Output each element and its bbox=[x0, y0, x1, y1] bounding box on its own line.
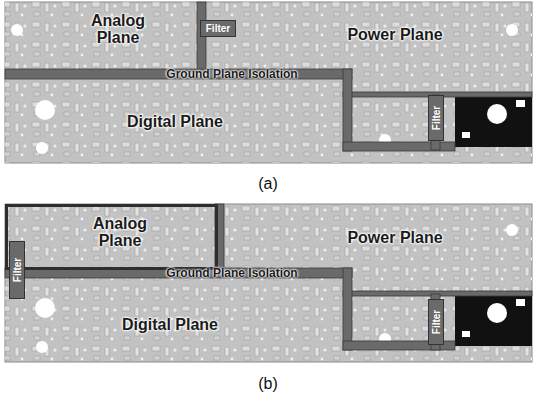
isolation-strip bbox=[343, 69, 352, 151]
mounting-hole bbox=[506, 24, 518, 36]
isolation-label-text: Ground Plane Isolation bbox=[166, 67, 297, 81]
plane-name: Analog Plane bbox=[88, 216, 152, 250]
plane-region: Analog Plane bbox=[86, 215, 154, 251]
filter-label: Filter bbox=[12, 258, 23, 282]
filter-label: Filter bbox=[430, 310, 441, 334]
plane-region: Digital Plane bbox=[120, 316, 220, 335]
mounting-hole bbox=[36, 341, 48, 353]
mounting-hole bbox=[36, 142, 48, 154]
filter-box: Filter bbox=[9, 241, 25, 299]
pad bbox=[516, 299, 525, 306]
plane-region: Power Plane bbox=[345, 26, 444, 45]
plane-region: Digital Plane bbox=[125, 113, 225, 132]
isolation-label: Ground Plane Isolation bbox=[166, 67, 297, 81]
panel-label: (a) bbox=[258, 175, 278, 193]
dark-area bbox=[455, 97, 532, 147]
mounting-hole bbox=[487, 303, 507, 323]
components bbox=[5, 204, 532, 362]
plane-name: Power Plane bbox=[347, 230, 442, 247]
panel-label-text: (b) bbox=[258, 375, 278, 393]
components bbox=[5, 2, 532, 163]
plane-name: Digital Plane bbox=[127, 114, 223, 131]
plane-region: Analog Plane bbox=[84, 12, 152, 48]
mounting-hole bbox=[35, 298, 55, 318]
filter-label: Filter bbox=[206, 23, 230, 34]
board bbox=[5, 204, 532, 362]
pad bbox=[516, 100, 525, 107]
mounting-hole bbox=[35, 100, 55, 120]
isolation-label-text: Ground Plane Isolation bbox=[166, 266, 297, 280]
filter-box: Filter bbox=[200, 20, 236, 37]
mounting-hole bbox=[487, 104, 507, 124]
mounting-hole bbox=[506, 224, 518, 236]
plane-name: Analog Plane bbox=[86, 13, 150, 47]
pad bbox=[462, 132, 470, 138]
board-a bbox=[5, 2, 532, 163]
filter-label: Filter bbox=[430, 106, 441, 130]
isolation-label: Ground Plane Isolation bbox=[166, 266, 297, 280]
board-b bbox=[5, 204, 532, 362]
mounting-hole bbox=[11, 24, 23, 36]
board bbox=[5, 2, 532, 163]
isolation-strip bbox=[343, 268, 352, 350]
isolation-strip bbox=[197, 2, 206, 72]
analog-outline bbox=[7, 206, 217, 269]
plane-region: Power Plane bbox=[345, 229, 444, 248]
filter-box: Filter bbox=[428, 95, 444, 141]
dark-area bbox=[455, 296, 532, 346]
panel-label-text: (a) bbox=[258, 175, 278, 193]
plane-name: Digital Plane bbox=[122, 317, 218, 334]
pad bbox=[462, 331, 470, 337]
plane-name: Power Plane bbox=[347, 27, 442, 44]
filter-box: Filter bbox=[428, 299, 444, 345]
panel-label: (b) bbox=[258, 375, 278, 393]
